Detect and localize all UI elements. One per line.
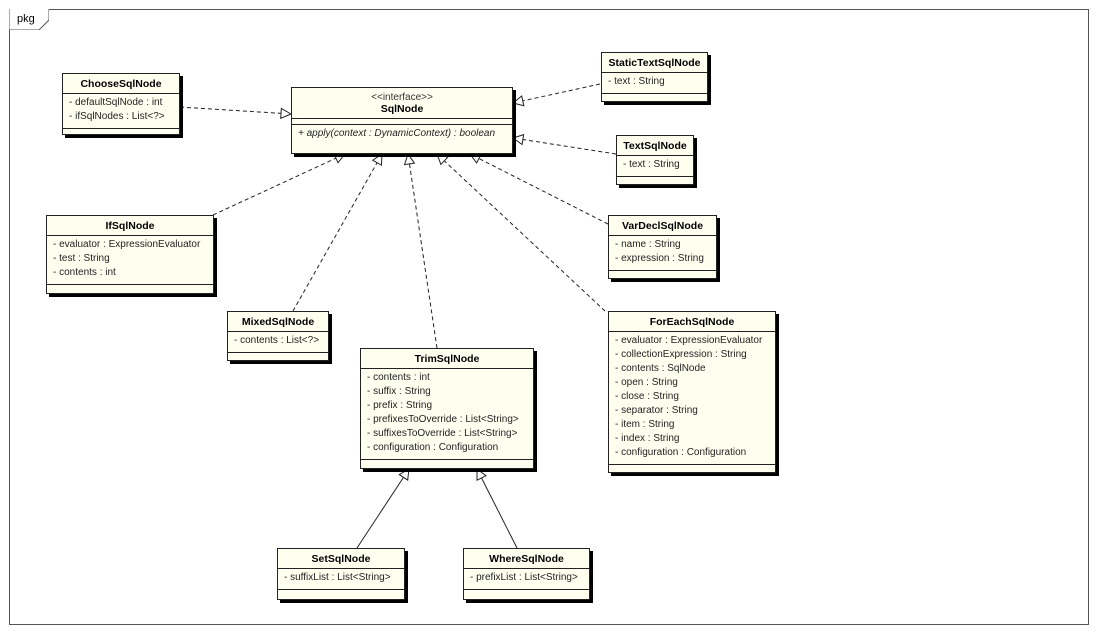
edge-trim-realizes-sqlnode [408,154,438,349]
if-sqlnode-class: IfSqlNode - evaluator : ExpressionEvalua… [46,215,214,294]
choose-sqlnode-class: ChooseSqlNode - defaultSqlNode : int - i… [62,73,180,135]
attribute: - text : String [623,159,680,170]
package-frame [9,9,1089,625]
attribute: - suffixList : List<String> [284,572,391,583]
class-name: StaticTextSqlNode [608,57,701,69]
attribute: - separator : String [615,405,698,416]
class-header: MixedSqlNode [228,312,328,332]
operations-compartment [361,460,533,469]
attribute: - ifSqlNodes : List<?> [69,111,165,122]
edge-vardecl-realizes-sqlnode [470,154,609,225]
attribute: - index : String [615,433,680,444]
trim-sqlnode-class: TrimSqlNode - contents : int - suffix : … [360,348,534,469]
edge-choose-realizes-sqlnode [179,106,291,114]
attribute: - prefixList : List<String> [470,572,578,583]
class-name: VarDeclSqlNode [621,220,704,232]
attribute: - defaultSqlNode : int [69,97,163,108]
attributes-compartment: - defaultSqlNode : int - ifSqlNodes : Li… [63,94,179,129]
where-sqlnode-class: WhereSqlNode - prefixList : List<String> [463,548,590,600]
attribute: - contents : int [53,267,116,278]
edge-text-realizes-sqlnode [513,138,617,155]
mixed-sqlnode-class: MixedSqlNode - contents : List<?> [227,311,329,361]
set-sqlnode-class: SetSqlNode - suffixList : List<String> [277,548,405,600]
edge-if-realizes-sqlnode [212,154,345,216]
operations-compartment [609,271,716,280]
class-name: SetSqlNode [311,553,371,565]
class-header: IfSqlNode [47,216,213,236]
attributes-compartment: - suffixList : List<String> [278,569,404,590]
attribute: - close : String [615,391,679,402]
attribute: - contents : int [367,372,430,383]
class-name: MixedSqlNode [241,316,315,328]
attributes-compartment: - text : String [602,73,707,94]
attribute: - collectionExpression : String [615,349,747,360]
operations-compartment [617,177,693,186]
class-header: TextSqlNode [617,136,693,156]
attribute: - name : String [615,239,681,250]
class-name: ChooseSqlNode [80,78,162,90]
attribute: - expression : String [615,253,704,264]
attribute: - prefixesToOverride : List<String> [367,414,519,425]
attribute: - open : String [615,377,678,388]
class-header: SetSqlNode [278,549,404,569]
attribute: - text : String [608,76,665,87]
class-header: VarDeclSqlNode [609,216,716,236]
operations-compartment [228,353,328,362]
class-name: IfSqlNode [105,220,155,232]
attributes-compartment: - text : String [617,156,693,177]
class-header: ForEachSqlNode [609,312,775,332]
operations-compartment: + apply(context : DynamicContext) : bool… [292,125,512,143]
package-tab [9,9,49,30]
attribute: - configuration : Configuration [367,442,499,453]
attributes-compartment [292,119,512,125]
vardecl-sqlnode-class: VarDeclSqlNode - name : String - express… [608,215,717,279]
edge-mixed-realizes-sqlnode [292,154,382,312]
class-name: WhereSqlNode [489,553,564,565]
attributes-compartment: - evaluator : ExpressionEvaluator - coll… [609,332,775,465]
edge-set-extends-trim [356,469,409,549]
sqlnode-interface-box: <<interface>> SqlNode + apply(context : … [291,87,513,154]
text-sqlnode-class: TextSqlNode - text : String [616,135,694,185]
attribute: - evaluator : ExpressionEvaluator [615,335,763,346]
attribute: - suffix : String [367,386,431,397]
attributes-compartment: - contents : int - suffix : String - pre… [361,369,533,460]
attribute: - contents : SqlNode [615,363,706,374]
attribute: - prefix : String [367,400,433,411]
class-header: TrimSqlNode [361,349,533,369]
operations-compartment [464,590,589,599]
interface-stereotype: <<interface>> [371,92,433,103]
attribute: - test : String [53,253,110,264]
class-name: ForEachSqlNode [649,316,735,328]
operations-compartment [47,285,213,294]
operations-compartment [609,465,775,474]
class-name: TrimSqlNode [414,353,480,365]
class-header: StaticTextSqlNode [602,53,707,73]
operations-compartment [602,94,707,103]
class-header: WhereSqlNode [464,549,589,569]
attributes-compartment: - name : String - expression : String [609,236,716,271]
attributes-compartment: - contents : List<?> [228,332,328,353]
class-name: TextSqlNode [623,140,687,152]
interface-name: SqlNode [380,103,424,115]
attribute: - evaluator : ExpressionEvaluator [53,239,201,250]
statictext-sqlnode-class: StaticTextSqlNode - text : String [601,52,708,102]
attribute: - suffixesToOverride : List<String> [367,428,518,439]
package-label: pkg [17,13,35,25]
operations-compartment [278,590,404,599]
attributes-compartment: - evaluator : ExpressionEvaluator - test… [47,236,213,285]
attribute: - configuration : Configuration [615,447,747,458]
class-header: ChooseSqlNode [63,74,179,94]
edge-statictext-realizes-sqlnode [513,83,601,103]
edge-foreach-realizes-sqlnode [437,154,606,312]
operation-apply: + apply(context : DynamicContext) : bool… [298,128,496,139]
foreach-sqlnode-class: ForEachSqlNode - evaluator : ExpressionE… [608,311,776,473]
class-header: <<interface>> SqlNode [292,88,512,119]
attributes-compartment: - prefixList : List<String> [464,569,589,590]
edge-where-extends-trim [477,469,518,549]
attribute: - contents : List<?> [234,335,320,346]
attribute: - item : String [615,419,675,430]
operations-compartment [63,129,179,138]
